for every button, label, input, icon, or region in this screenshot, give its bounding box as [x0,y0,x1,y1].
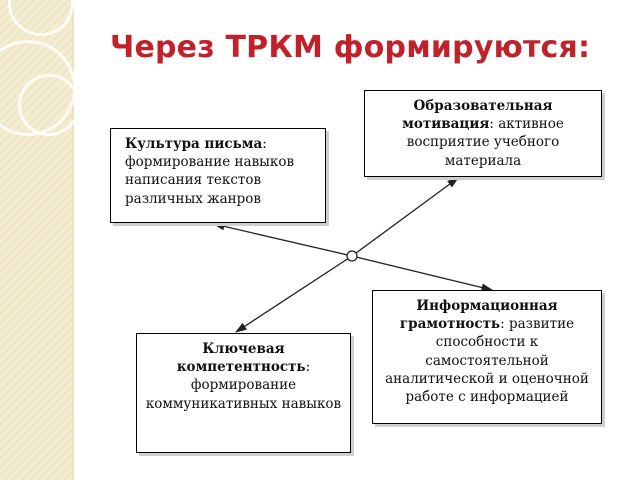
box-text: формирование навыков написания текстов р… [125,154,295,207]
box-information-literacy: Информационная грамотность: развитие спо… [372,290,602,424]
box-culture-of-writing: Культура письма: формирование навыков на… [110,128,326,223]
box-separator: : [500,316,505,333]
box-educational-motivation: Образовательная мотивация: активное восп… [364,90,602,177]
box-term: Информационная грамотность [399,298,558,333]
arrow-to-motivation [351,177,459,257]
decorative-left-strip [0,0,80,480]
box-term: Культура письма [125,136,263,152]
box-separator: : [489,116,494,133]
box-term: Ключевая компетентность [176,341,306,376]
decorative-circle [18,74,80,136]
box-term: Образовательная мотивация [402,98,553,133]
box-separator: : [305,359,311,376]
box-text: активное восприятие учебного материала [406,116,564,169]
box-text: формирование коммуникативных навыков [145,377,342,412]
box-key-competence: Ключевая компетентность: формирование ко… [136,333,351,453]
box-text: развитие способности к самостоятельной а… [385,316,589,406]
arrow-to-key [235,255,353,333]
arrow-to-info [351,255,494,292]
center-node [346,250,358,262]
slide-title: Через ТРКМ формируются: [110,30,591,65]
arrow-to-culture [212,222,353,257]
box-separator: : [262,136,267,152]
